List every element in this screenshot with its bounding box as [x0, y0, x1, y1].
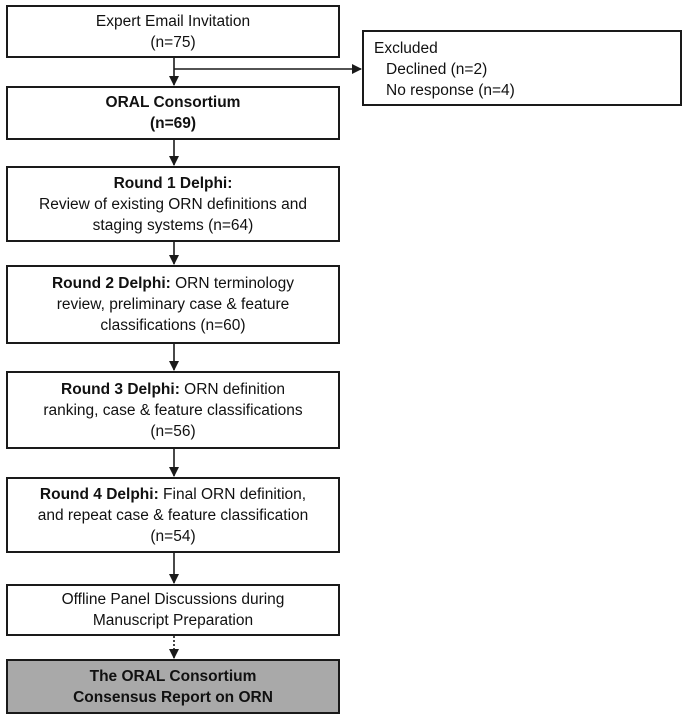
round3-line1-rest: ORN definition: [179, 380, 285, 398]
round1-line3: staging systems (n=64): [92, 216, 254, 234]
round2-line1-rest: ORN terminology: [170, 275, 294, 292]
excluded-declined: Declined (n=2): [386, 61, 488, 78]
round4-line3: (n=54): [150, 527, 196, 545]
round3-line1: Round 3 Delphi: ORN definition: [8, 379, 338, 400]
round2-heading: Round 2 Delphi:: [51, 275, 171, 292]
invitation-box: Expert Email Invitation (n=75): [6, 5, 340, 58]
excluded-box: Excluded Declined (n=2) No response (n=4…: [362, 30, 682, 106]
consortium-box: ORAL Consortium (n=69): [6, 86, 340, 140]
round3-line3: (n=56): [150, 422, 196, 440]
round4-box: Round 4 Delphi: Final ORN definition, an…: [6, 477, 340, 553]
consortium-title: ORAL Consortium: [105, 94, 241, 111]
final-line2: Consensus Report on ORN: [73, 688, 273, 706]
excluded-no-response: No response (n=4): [386, 82, 515, 99]
final-line1: The ORAL Consortium: [89, 667, 257, 685]
round4-line2: and repeat case & feature classification: [37, 506, 309, 524]
round4-heading: Round 4 Delphi:: [39, 485, 159, 503]
round2-line1: Round 2 Delphi: ORN terminology: [8, 273, 338, 294]
offline-box: Offline Panel Discussions during Manuscr…: [6, 584, 340, 636]
excluded-title: Excluded: [374, 40, 438, 57]
round4-line1: Round 4 Delphi: Final ORN definition,: [8, 484, 338, 505]
consortium-count: (n=69): [149, 115, 197, 132]
round2-line3: classifications (n=60): [100, 317, 246, 334]
round1-box: Round 1 Delphi: Review of existing ORN d…: [6, 166, 340, 242]
round1-heading: Round 1 Delphi:: [113, 174, 233, 192]
offline-line1: Offline Panel Discussions during: [61, 591, 285, 608]
round3-line2: ranking, case & feature classifications: [43, 401, 303, 419]
round3-box: Round 3 Delphi: ORN definition ranking, …: [6, 371, 340, 449]
round2-line2: review, preliminary case & feature: [56, 296, 290, 313]
round4-line1-rest: Final ORN definition,: [158, 485, 307, 503]
invitation-title: Expert Email Invitation: [95, 12, 251, 30]
round3-heading: Round 3 Delphi:: [61, 380, 180, 398]
offline-line2: Manuscript Preparation: [92, 612, 254, 629]
final-report-box: The ORAL Consortium Consensus Report on …: [6, 659, 340, 714]
invitation-count: (n=75): [150, 33, 196, 51]
round2-box: Round 2 Delphi: ORN terminology review, …: [6, 265, 340, 344]
round1-line2: Review of existing ORN definitions and: [39, 195, 307, 213]
